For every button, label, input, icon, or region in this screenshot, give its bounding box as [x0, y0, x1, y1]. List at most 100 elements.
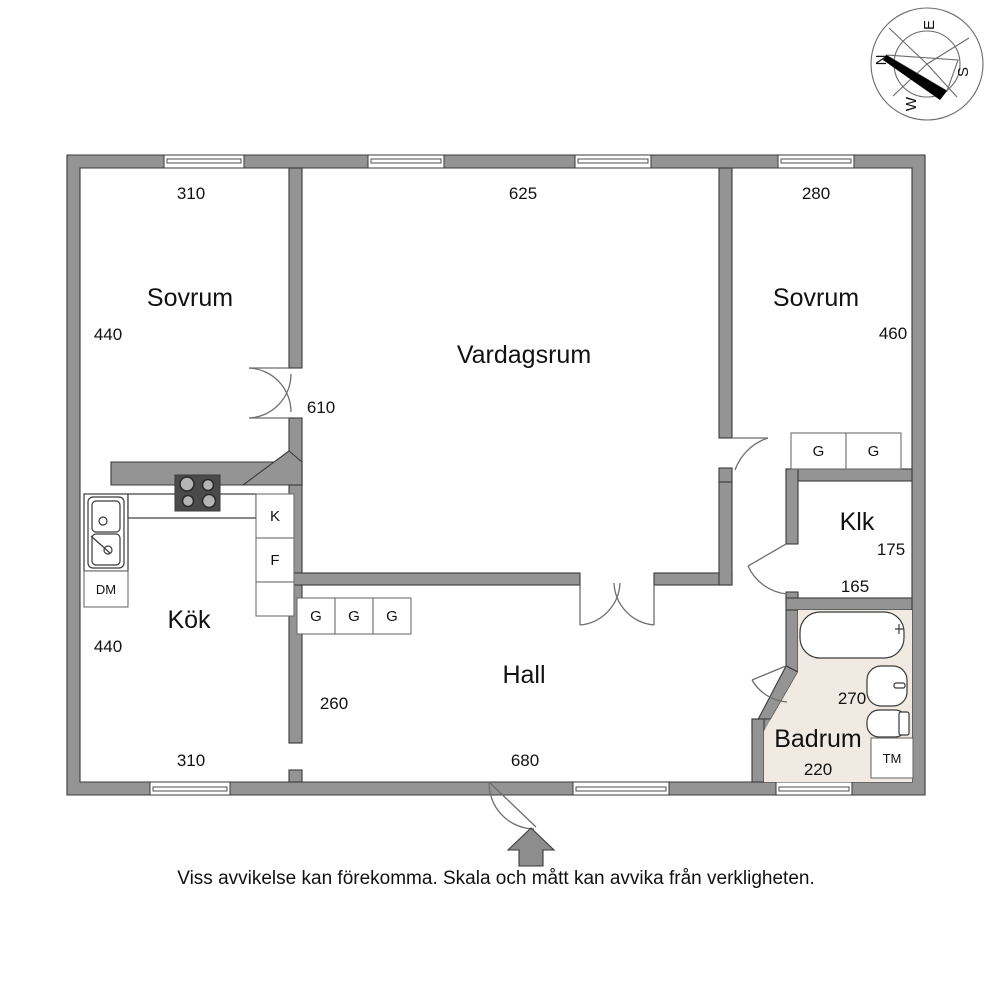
cab-f-box [255, 537, 295, 583]
cab-tm-label: TM [883, 751, 902, 766]
cab-g5-box [845, 432, 902, 470]
label-badrum: Badrum [774, 725, 862, 753]
badrum-sink-tap [893, 682, 906, 689]
cabinet-layer: K F DM G G G G G TM [83, 432, 914, 779]
dim-610: 610 [307, 398, 335, 417]
compass-label-N: N [873, 55, 890, 66]
window-top-3 [574, 154, 652, 169]
cab-k: K [255, 493, 295, 539]
dim-260: 260 [320, 694, 348, 713]
dim-220: 220 [804, 760, 832, 779]
disclaimer-caption: Viss avvikelse kan förekomma. Skala och … [177, 868, 815, 889]
wall-sovrum-right-stub [718, 467, 733, 483]
wall-hall-top-left [288, 572, 581, 586]
cab-f-label: F [270, 552, 279, 569]
cab-g2-label: G [348, 608, 360, 625]
door-sovrum-left[interactable] [248, 367, 292, 419]
dim-280-top: 280 [802, 184, 830, 203]
wall-badrum-left-upper [785, 609, 799, 673]
door-klk[interactable] [747, 543, 788, 595]
compass-rose: N E S W [870, 7, 984, 121]
compass-spoke-3 [892, 63, 928, 97]
wall-sovrum-right [718, 167, 733, 439]
cab-f: F [255, 537, 295, 583]
wall-kok-hall-stub [288, 769, 303, 783]
door-hall-vardagsrum[interactable] [579, 582, 655, 626]
compass-spoke-2 [926, 63, 958, 98]
cab-dm: DM [83, 570, 129, 608]
window-top-4 [777, 154, 855, 169]
cab-g4-label: G [813, 443, 825, 460]
dim-680: 680 [511, 751, 539, 770]
door-entrance[interactable] [488, 781, 537, 830]
interior-walls [110, 167, 913, 783]
kok-burner-1 [179, 476, 195, 492]
kok-burner-2 [201, 478, 215, 492]
kok-burner-4 [201, 493, 217, 509]
dim-460-right: 460 [879, 324, 907, 343]
cab-g2-box [334, 597, 374, 635]
cab-tm-box [870, 737, 914, 779]
dim-625-top: 625 [509, 184, 537, 203]
windows [149, 154, 855, 796]
cab-tm: TM [870, 737, 914, 779]
cab-k-label: K [270, 508, 280, 525]
compass-outer-circle [870, 7, 984, 121]
window-top-1 [163, 154, 245, 169]
badrum-bathtub-tap [895, 624, 903, 634]
wall-sovrum-left-upper [288, 167, 303, 369]
cab-g1-box [296, 597, 336, 635]
doors [248, 367, 788, 830]
cab-e [255, 581, 295, 617]
cab-g3: G [372, 597, 412, 635]
door-badrum[interactable] [751, 665, 788, 703]
wall-badrum-left-stub [751, 718, 765, 783]
badrum-toilet-tank [898, 711, 910, 736]
compass-label-S: S [955, 67, 972, 77]
compass-needle-dark [883, 55, 947, 100]
label-vardagsrum: Vardagsrum [457, 341, 591, 369]
wall-klk-top [785, 468, 913, 482]
dim-175: 175 [877, 540, 905, 559]
wall-klk-left-upper [785, 468, 799, 545]
cab-g4: G [790, 432, 847, 470]
cab-dm-box [83, 570, 129, 608]
label-sovrum-left: Sovrum [147, 284, 233, 312]
kok-sink-faucet [90, 535, 111, 554]
wall-klk-bottom [785, 597, 913, 611]
label-hall: Hall [502, 661, 545, 689]
kok-sink-drain-top [98, 516, 108, 526]
compass-spoke-4 [888, 27, 928, 65]
label-kok: Kök [167, 606, 211, 634]
cab-e-box [255, 581, 295, 617]
window-bottom-2 [572, 781, 670, 796]
window-bottom-3 [775, 781, 853, 796]
window-bottom-1 [149, 781, 231, 796]
window-top-2 [367, 154, 445, 169]
dim-165: 165 [841, 577, 869, 596]
kok-sink-drain-bottom [103, 545, 113, 555]
kok-burner-3 [181, 494, 195, 508]
wall-hall-right-vertical [718, 481, 733, 586]
dim-440-kok: 440 [94, 637, 122, 656]
cab-dm-label: DM [96, 582, 116, 597]
cab-g5-label: G [868, 443, 880, 460]
cab-g3-label: G [386, 608, 398, 625]
compass-label-E: E [921, 20, 938, 30]
cab-g5: G [845, 432, 902, 470]
badrum-bathtub [799, 611, 905, 659]
cab-g1: G [296, 597, 336, 635]
compass-spoke-1 [926, 37, 970, 65]
dim-270: 270 [838, 689, 866, 708]
door-sovrum-right[interactable] [732, 437, 769, 471]
cab-k-box [255, 493, 295, 539]
kok-sink-basin-top [91, 500, 121, 533]
label-sovrum-right: Sovrum [773, 284, 859, 312]
cab-g1-label: G [310, 608, 322, 625]
kitchen-fixtures [83, 474, 257, 572]
compass-label-W: W [903, 96, 920, 111]
entrance-arrow [506, 827, 556, 867]
